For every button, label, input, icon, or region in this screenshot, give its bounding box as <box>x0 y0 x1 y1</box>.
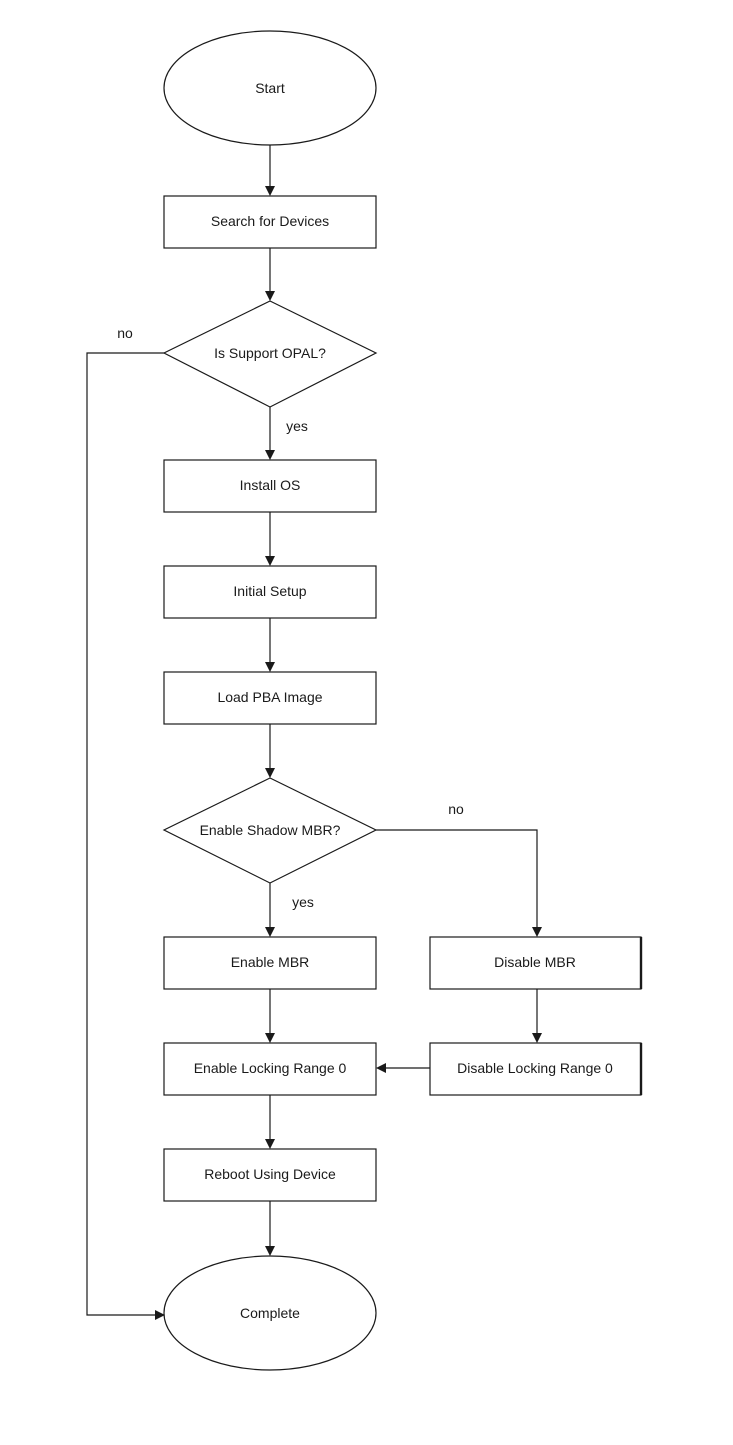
arrowhead <box>155 1310 165 1320</box>
complete-label: Complete <box>240 1305 300 1321</box>
arrowhead <box>265 186 275 196</box>
enable-shadow-mbr-diamond <box>162 777 378 884</box>
node-complete: Complete <box>163 1255 377 1371</box>
initial-setup-box <box>163 565 377 619</box>
edge-label-shadow-yes: yes <box>292 894 314 910</box>
enable-locking-range-0-box <box>163 1042 377 1096</box>
arrowhead <box>265 1139 275 1149</box>
enable-locking-range-0-label: Enable Locking Range 0 <box>194 1060 347 1076</box>
node-disable-locking-range-0: Disable Locking Range 0 <box>429 1042 643 1096</box>
edge-opal-no-to-complete <box>86 352 164 1316</box>
edge-label-opal-no: no <box>117 325 133 341</box>
reboot-using-device-box <box>163 1148 377 1202</box>
node-is-support-opal: Is Support OPAL? <box>162 300 378 408</box>
is-support-opal-diamond <box>162 300 378 408</box>
enable-mbr-box <box>163 936 377 990</box>
node-install-os: Install OS <box>163 459 377 513</box>
node-start: Start <box>163 30 377 146</box>
arrowhead <box>532 1033 542 1043</box>
arrowhead <box>265 556 275 566</box>
arrowhead <box>265 291 275 301</box>
arrowhead <box>265 1033 275 1043</box>
arrowhead <box>265 927 275 937</box>
arrowhead <box>532 927 542 937</box>
node-enable-locking-range-0: Enable Locking Range 0 <box>163 1042 377 1096</box>
arrowhead <box>376 1063 386 1073</box>
edge-label-opal-yes: yes <box>286 418 308 434</box>
install-os-box <box>163 459 377 513</box>
node-initial-setup: Initial Setup <box>163 565 377 619</box>
start-label: Start <box>255 80 285 96</box>
edge-label-shadow-no: no <box>448 801 464 817</box>
node-reboot-using-device: Reboot Using Device <box>163 1148 377 1202</box>
node-load-pba-image: Load PBA Image <box>163 671 377 725</box>
arrowhead <box>265 450 275 460</box>
node-enable-mbr: Enable MBR <box>163 936 377 990</box>
edges <box>86 145 542 1320</box>
edge-shadow-no-to-disable-mbr <box>376 829 538 927</box>
search-devices-box <box>163 195 377 249</box>
load-pba-image-box <box>163 671 377 725</box>
node-disable-mbr: Disable MBR <box>429 936 643 990</box>
disable-mbr-label: Disable MBR <box>494 954 576 970</box>
disable-mbr-box <box>429 936 642 990</box>
search-devices-label: Search for Devices <box>211 213 329 229</box>
enable-mbr-label: Enable MBR <box>231 954 310 970</box>
is-support-opal-label: Is Support OPAL? <box>214 345 326 361</box>
load-pba-image-label: Load PBA Image <box>217 689 322 705</box>
disable-locking-range-0-box <box>429 1042 642 1096</box>
node-enable-shadow-mbr: Enable Shadow MBR? <box>162 777 378 884</box>
initial-setup-label: Initial Setup <box>233 583 306 599</box>
node-search-devices: Search for Devices <box>163 195 377 249</box>
arrowhead <box>265 1246 275 1256</box>
disable-locking-range-0-label: Disable Locking Range 0 <box>457 1060 613 1076</box>
start-ellipse <box>163 30 377 146</box>
reboot-using-device-label: Reboot Using Device <box>204 1166 336 1182</box>
arrowhead <box>265 662 275 672</box>
arrowhead <box>265 768 275 778</box>
enable-shadow-mbr-label: Enable Shadow MBR? <box>200 822 341 838</box>
edge-labels: no yes no yes <box>117 325 464 910</box>
complete-ellipse <box>163 1255 377 1371</box>
install-os-label: Install OS <box>240 477 301 493</box>
